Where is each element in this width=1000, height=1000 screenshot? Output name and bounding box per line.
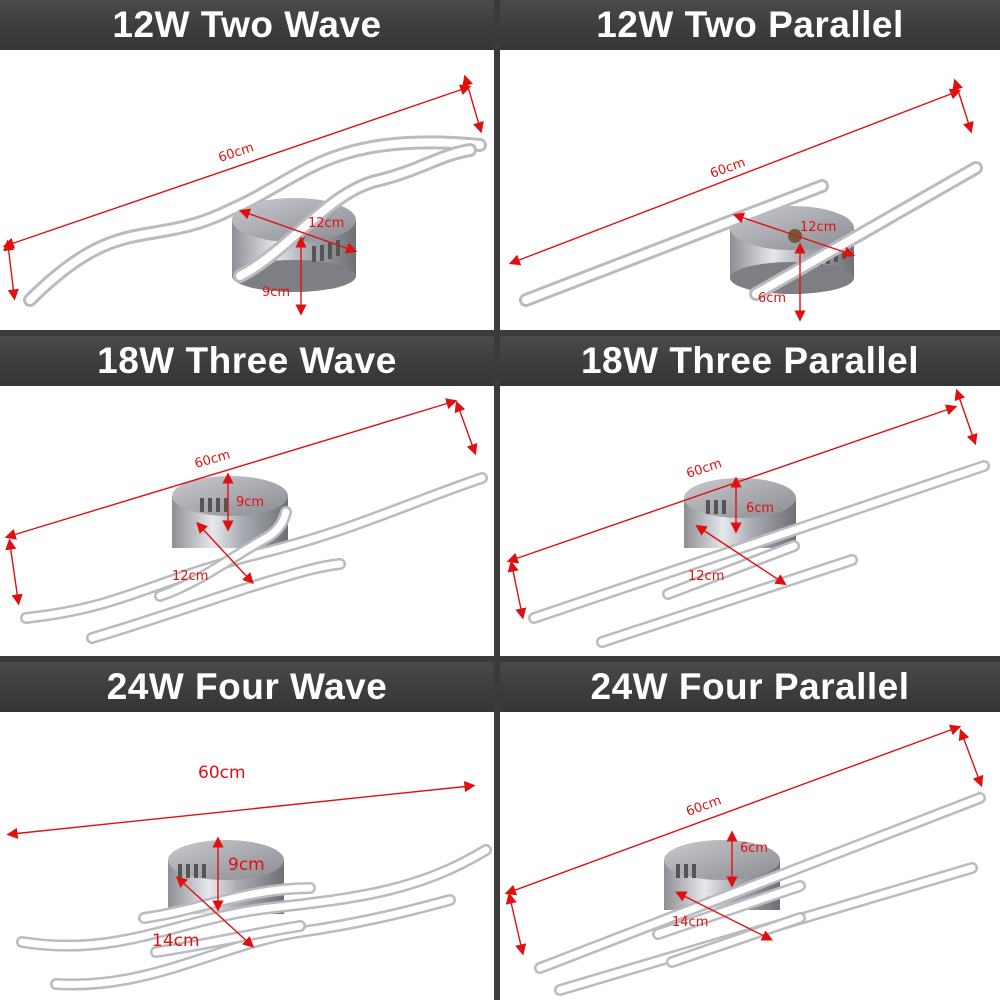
height-label: 9cm bbox=[236, 495, 264, 510]
product-photo: 60cm 12cm 9cm bbox=[0, 386, 494, 656]
length-label: 60cm bbox=[685, 456, 724, 482]
length-label: 60cm bbox=[193, 447, 232, 471]
height-label: 6cm bbox=[746, 501, 774, 516]
dimension-lines bbox=[4, 398, 478, 606]
dimension-lines bbox=[508, 78, 974, 322]
diameter-label: 12cm bbox=[172, 569, 208, 584]
length-label: 60cm bbox=[198, 763, 246, 783]
height-label: 6cm bbox=[758, 291, 786, 306]
height-label: 9cm bbox=[228, 855, 265, 875]
length-label: 60cm bbox=[708, 155, 747, 182]
panel-title: 12W Two Parallel bbox=[500, 0, 1000, 50]
panel-title: 18W Three Parallel bbox=[500, 336, 1000, 386]
diameter-label: 14cm bbox=[672, 915, 708, 930]
dimension-lines bbox=[504, 724, 984, 956]
product-photo: 60cm 14cm 6cm bbox=[500, 712, 1000, 1000]
diameter-label: 12cm bbox=[688, 569, 724, 584]
diameter-label: 12cm bbox=[800, 220, 836, 235]
product-photo: 60cm 12cm 6cm bbox=[500, 386, 1000, 656]
height-label: 9cm bbox=[262, 285, 290, 300]
panel-title: 12W Two Wave bbox=[0, 0, 494, 50]
panel-18w-three-parallel: 18W Three Parallel bbox=[500, 336, 1000, 656]
panel-24w-four-wave: 24W Four Wave 60cm bbox=[0, 662, 494, 1000]
dimension-lines bbox=[2, 74, 484, 316]
panel-12w-two-parallel: 12W Two Parallel 60cm bbox=[500, 0, 1000, 330]
panel-title: 18W Three Wave bbox=[0, 336, 494, 386]
panel-title: 24W Four Wave bbox=[0, 662, 494, 712]
product-photo: 60cm 12cm 6cm bbox=[500, 50, 1000, 330]
product-photo: 60cm 12cm 9cm bbox=[0, 50, 494, 330]
panel-title: 24W Four Parallel bbox=[500, 662, 1000, 712]
panel-12w-two-wave: 12W Two Wave bbox=[0, 0, 494, 330]
diameter-label: 14cm bbox=[152, 931, 200, 951]
dimension-lines bbox=[506, 388, 978, 620]
straight-bar bbox=[534, 792, 986, 996]
panel-24w-four-parallel: 24W Four Parallel bbox=[500, 662, 1000, 1000]
product-photo: 60cm 14cm 9cm bbox=[0, 712, 494, 1000]
height-label: 6cm bbox=[740, 841, 768, 856]
dimension-lines bbox=[6, 781, 476, 948]
panel-18w-three-wave: 18W Three Wave 60c bbox=[0, 336, 494, 656]
diameter-label: 12cm bbox=[308, 216, 344, 231]
